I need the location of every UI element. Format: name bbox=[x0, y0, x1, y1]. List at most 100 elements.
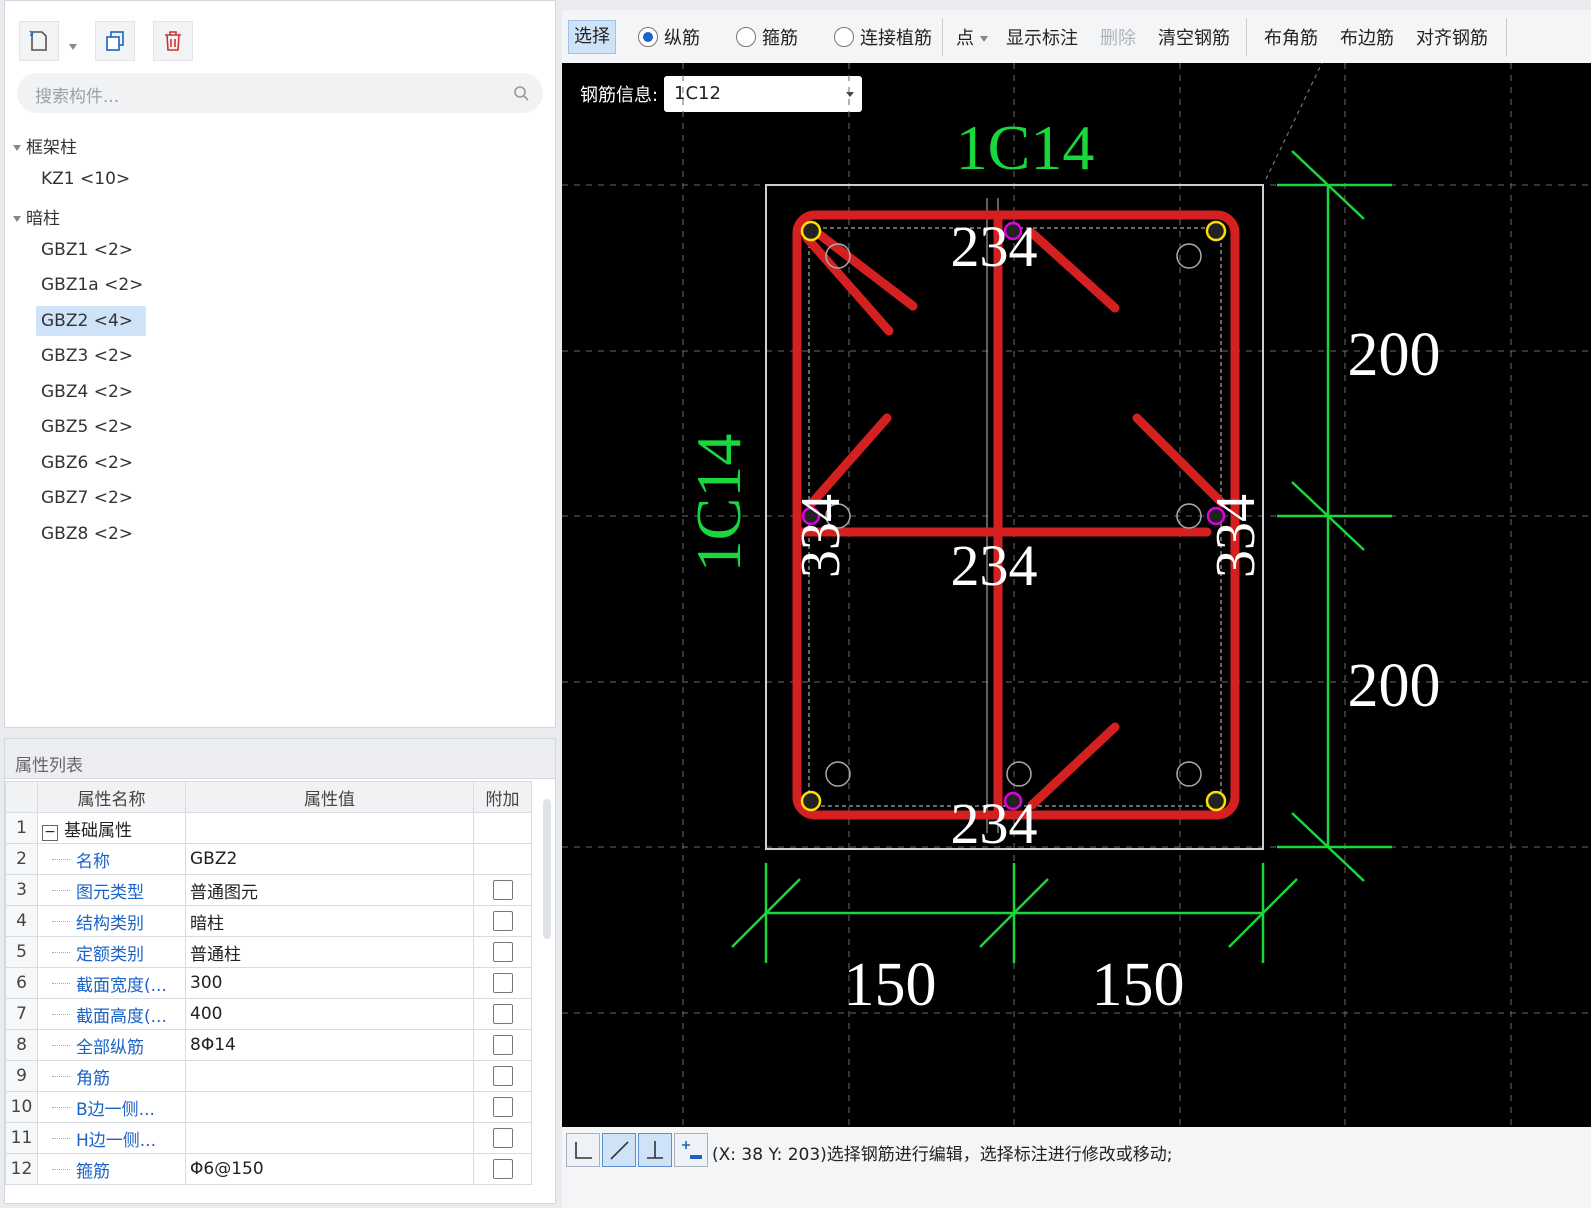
table-row[interactable]: 9 角筋 bbox=[5, 1060, 532, 1092]
property-value[interactable]: 300 bbox=[185, 967, 474, 999]
property-value[interactable] bbox=[185, 1091, 474, 1123]
dimension-label-right-bottom[interactable]: 200 bbox=[1348, 652, 1441, 720]
hook[interactable] bbox=[1027, 722, 1120, 810]
tree-item-gbz1[interactable]: GBZ1 <2> bbox=[41, 240, 134, 260]
tree-item-gbz8[interactable]: GBZ8 <2> bbox=[41, 524, 134, 544]
dimension-label-bottom-right[interactable]: 150 bbox=[1092, 951, 1185, 1019]
table-row[interactable]: 5 定额类别 普通柱 bbox=[5, 936, 532, 968]
extra-checkbox[interactable] bbox=[492, 973, 513, 993]
extra-checkbox[interactable] bbox=[492, 1066, 513, 1086]
property-group-name[interactable]: −基础属性 bbox=[37, 812, 186, 844]
show-label-button[interactable]: 显示标注 bbox=[1006, 28, 1078, 49]
hook[interactable] bbox=[807, 413, 892, 508]
edge-rebar-point[interactable] bbox=[1003, 221, 1023, 241]
property-value[interactable]: 暗柱 bbox=[185, 905, 474, 937]
edge-rebar-point[interactable] bbox=[801, 506, 821, 526]
table-row[interactable]: 12 箍筋 Φ6@150 bbox=[5, 1153, 532, 1185]
extra-checkbox[interactable] bbox=[492, 1128, 513, 1148]
stirrups[interactable] bbox=[792, 210, 1240, 820]
corner-rebar-point[interactable] bbox=[1205, 220, 1227, 242]
extra-checkbox[interactable] bbox=[492, 1035, 513, 1055]
rebar-length-label-right[interactable]: 334 bbox=[1205, 494, 1267, 578]
perpendicular-mode-button[interactable] bbox=[638, 1133, 672, 1167]
tree-group-hidden-column[interactable]: 暗柱 bbox=[13, 204, 60, 229]
radio-anchor[interactable]: 连接植筋 bbox=[834, 24, 932, 50]
radio-longitudinal[interactable]: 纵筋 bbox=[638, 24, 700, 50]
clear-rebar-button[interactable]: 清空钢筋 bbox=[1158, 28, 1230, 49]
extra-checkbox[interactable] bbox=[492, 880, 513, 900]
select-button[interactable]: 选择 bbox=[568, 20, 616, 54]
search-icon[interactable] bbox=[513, 85, 529, 101]
edge-rebar-button[interactable]: 布边筋 bbox=[1340, 28, 1394, 49]
copy-component-button[interactable] bbox=[95, 21, 135, 61]
dimension-label-bottom-left[interactable]: 150 bbox=[844, 951, 937, 1019]
property-value[interactable]: 普通柱 bbox=[185, 936, 474, 968]
collapse-box-icon[interactable]: − bbox=[42, 824, 58, 841]
rebar-length-label-middle[interactable]: 234 bbox=[951, 533, 1038, 598]
outer-stirrup[interactable] bbox=[792, 210, 1240, 820]
property-value[interactable] bbox=[185, 1060, 474, 1092]
corner-rebar-point[interactable] bbox=[800, 790, 822, 812]
point-mode-dropdown[interactable]: 点 bbox=[956, 24, 993, 50]
tree-item-gbz3[interactable]: GBZ3 <2> bbox=[41, 346, 134, 366]
corner-rebar-point[interactable] bbox=[1205, 790, 1227, 812]
tree-item-kz1[interactable]: KZ1 <10> bbox=[41, 169, 131, 189]
column-outline[interactable] bbox=[765, 184, 1264, 850]
corner-rebar-point[interactable] bbox=[800, 220, 822, 242]
property-value[interactable]: Φ6@150 bbox=[185, 1153, 474, 1185]
section-drawing-canvas[interactable]: 钢筋信息: 1C12 bbox=[562, 63, 1591, 1127]
rebar-length-label-left[interactable]: 334 bbox=[790, 494, 852, 578]
tree-item-gbz7[interactable]: GBZ7 <2> bbox=[41, 488, 134, 508]
table-row[interactable]: 2 名称 GBZ2 bbox=[5, 843, 532, 875]
tree-item-gbz6[interactable]: GBZ6 <2> bbox=[41, 453, 134, 473]
radio-stirrup[interactable]: 箍筋 bbox=[736, 24, 798, 50]
add-point-button[interactable] bbox=[674, 1133, 708, 1167]
search-input[interactable]: 搜索构件... bbox=[17, 73, 543, 113]
rebar-info-select[interactable]: 1C12 bbox=[664, 76, 862, 112]
property-value[interactable]: GBZ2 bbox=[185, 843, 474, 875]
table-row[interactable]: 11 H边一侧... bbox=[5, 1122, 532, 1154]
hook[interactable] bbox=[802, 233, 894, 336]
corner-rebar-button[interactable]: 布角筋 bbox=[1264, 28, 1318, 49]
left-rebar-label[interactable]: 1C14 bbox=[683, 434, 754, 573]
line-mode-button[interactable] bbox=[602, 1133, 636, 1167]
tree-item-gbz1a[interactable]: GBZ1a <2> bbox=[41, 275, 144, 295]
property-value[interactable] bbox=[185, 1122, 474, 1154]
rebar-length-label-bottom[interactable]: 234 bbox=[951, 791, 1038, 856]
dimension-label-right-top[interactable]: 200 bbox=[1348, 321, 1441, 389]
table-row[interactable]: 1 −基础属性 bbox=[5, 812, 532, 844]
tree-group-frame-column[interactable]: 框架柱 bbox=[13, 133, 77, 158]
hook[interactable] bbox=[1027, 228, 1120, 313]
collapse-icon[interactable] bbox=[13, 145, 21, 151]
edge-rebar-point[interactable] bbox=[1206, 506, 1226, 526]
table-row[interactable]: 7 截面高度(... 400 bbox=[5, 998, 532, 1030]
new-component-button[interactable] bbox=[19, 21, 59, 61]
table-row[interactable]: 10 B边一侧... bbox=[5, 1091, 532, 1123]
extra-checkbox[interactable] bbox=[492, 911, 513, 931]
collapse-icon[interactable] bbox=[13, 216, 21, 222]
property-value[interactable]: 400 bbox=[185, 998, 474, 1030]
property-value[interactable]: 8Φ14 bbox=[185, 1029, 474, 1061]
align-rebar-button[interactable]: 对齐钢筋 bbox=[1416, 28, 1488, 49]
hook[interactable] bbox=[802, 220, 918, 311]
extra-checkbox[interactable] bbox=[492, 1097, 513, 1117]
tree-item-gbz5[interactable]: GBZ5 <2> bbox=[41, 417, 134, 437]
extra-checkbox[interactable] bbox=[492, 1004, 513, 1024]
table-row[interactable]: 8 全部纵筋 8Φ14 bbox=[5, 1029, 532, 1061]
tree-item-gbz2[interactable]: GBZ2 <4> bbox=[36, 306, 146, 336]
property-scrollbar[interactable] bbox=[543, 799, 551, 939]
table-row[interactable]: 4 结构类别 暗柱 bbox=[5, 905, 532, 937]
top-rebar-label[interactable]: 1C14 bbox=[956, 112, 1095, 183]
edge-rebar-point[interactable] bbox=[1003, 791, 1023, 811]
extra-checkbox[interactable] bbox=[492, 942, 513, 962]
tree-item-gbz4[interactable]: GBZ4 <2> bbox=[41, 382, 134, 402]
new-dropdown-chevron-icon[interactable] bbox=[69, 37, 82, 57]
delete-component-button[interactable] bbox=[153, 21, 193, 61]
rebar-length-label-top[interactable]: 234 bbox=[951, 214, 1038, 279]
hook[interactable] bbox=[1132, 413, 1227, 508]
property-value[interactable]: 普通图元 bbox=[185, 874, 474, 906]
orthogonal-mode-button[interactable] bbox=[566, 1133, 600, 1167]
extra-checkbox[interactable] bbox=[492, 1159, 513, 1179]
table-row[interactable]: 6 截面宽度(... 300 bbox=[5, 967, 532, 999]
rebar-points[interactable] bbox=[800, 220, 1227, 812]
